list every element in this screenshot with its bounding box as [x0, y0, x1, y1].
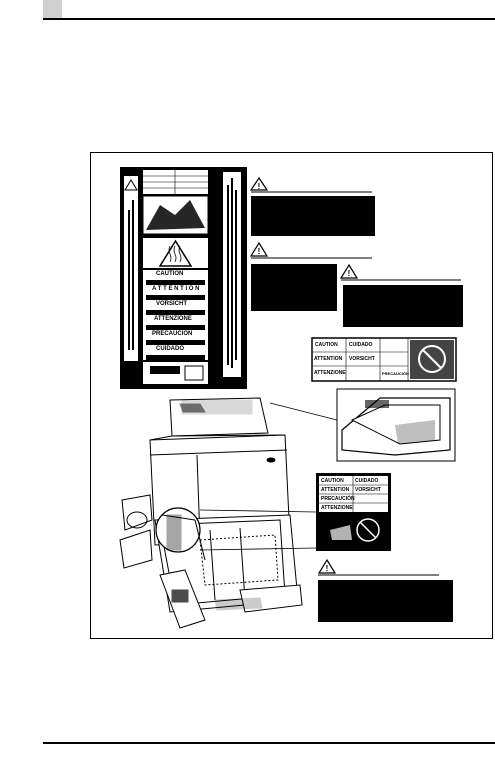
- tray-label-row-2: CUIDADO: [355, 478, 379, 484]
- adf-label-cell-5: ATTENZIONE: [314, 370, 346, 376]
- svg-text:!: !: [326, 564, 329, 573]
- big-warning-label: [120, 167, 247, 389]
- tray-label: [316, 473, 391, 551]
- callout-lower: !: [317, 558, 453, 622]
- hot-surface-icon: [158, 239, 193, 267]
- big-label-warning-6: CUIDADO: [156, 346, 184, 352]
- tray-label-row-6: ATTENZIONE: [321, 505, 353, 511]
- tray-label-row-3: ATTENTION: [321, 487, 350, 493]
- warning-triangle-icon: [339, 263, 359, 279]
- big-label-warning-3: VORSICHT: [156, 301, 188, 307]
- adf-label-cell-4: VORSICHT: [349, 356, 375, 362]
- adf-label-cell-1: CAUTION: [315, 342, 338, 348]
- svg-text:!: !: [348, 269, 351, 278]
- tray-label-row-5: PRECAUCIÓN: [321, 496, 355, 502]
- adf-label-cell-2: CUIDADO: [349, 342, 373, 348]
- tray-label-row-1: CAUTION: [321, 478, 344, 484]
- page-tab-marker: [43, 0, 62, 18]
- adf-detail-image: [269, 388, 456, 462]
- footer-rule: [43, 742, 495, 744]
- big-label-warning-1: CAUTION: [156, 271, 184, 277]
- callout-upper: !: [249, 176, 375, 236]
- warning-triangle-icon: [317, 558, 337, 574]
- callout-right: !: [339, 263, 463, 327]
- no-hand-icon: [356, 518, 380, 542]
- warning-triangle-icon: [249, 241, 269, 257]
- tray-label-row-4: VORSICHT: [355, 487, 381, 493]
- copier-drawing: [119, 397, 317, 629]
- adf-label-cell-6: PRECAUCIÓN: [382, 371, 409, 376]
- svg-text:!: !: [258, 247, 261, 256]
- big-label-warning-5: PRECAUCIÓN: [152, 331, 193, 337]
- illustration-frame: [90, 152, 493, 639]
- adf-label: [311, 337, 457, 382]
- big-label-warning-2: A T T E N T I O N: [152, 286, 200, 292]
- header-rule: [43, 18, 495, 20]
- svg-text:!: !: [258, 182, 261, 191]
- adf-label-cell-3: ATTENTION: [314, 356, 343, 362]
- big-label-warning-4: ATTENZIONE: [154, 316, 192, 322]
- callout-middle: !: [249, 241, 372, 311]
- no-hand-icon: [418, 345, 446, 373]
- warning-triangle-icon: [124, 179, 138, 191]
- warning-triangle-icon: [249, 176, 269, 191]
